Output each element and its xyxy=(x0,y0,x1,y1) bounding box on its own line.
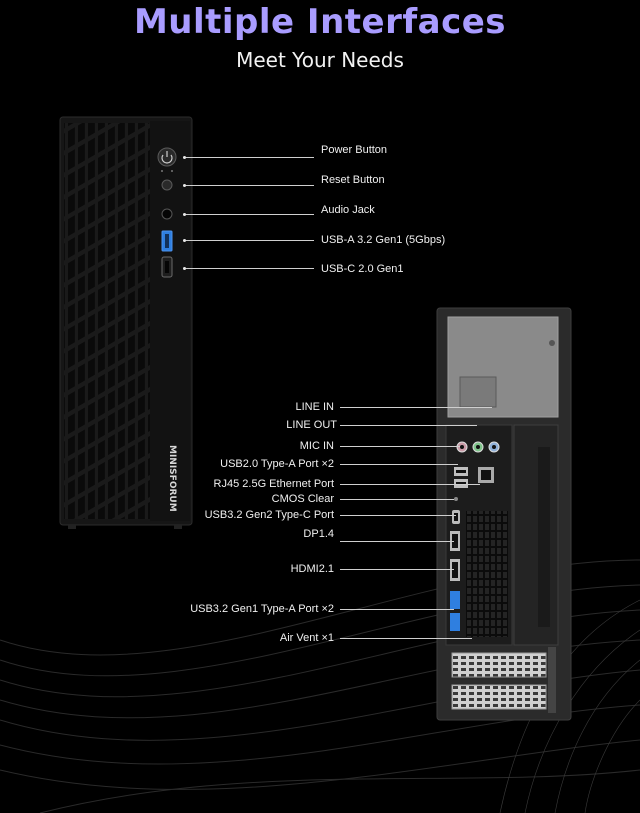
label-mic-in: MIC IN xyxy=(299,440,334,452)
label-line-out: LINE OUT xyxy=(286,419,337,431)
front-dot-usbc xyxy=(183,267,186,270)
rear-line-hdmi xyxy=(340,569,454,570)
rear-line-cmos xyxy=(340,499,454,500)
page-title: Multiple Interfaces xyxy=(133,2,507,42)
rear-line-usb3 xyxy=(340,609,454,610)
rear-line-line-out xyxy=(340,425,477,426)
label-usb-a: USB-A 3.2 Gen1 (5Gbps) xyxy=(321,234,446,246)
page-subtitle: Meet Your Needs xyxy=(236,48,404,72)
front-dot-reset xyxy=(183,184,186,187)
rear-line-line-in xyxy=(340,407,492,408)
front-dot-usba xyxy=(183,239,186,242)
label-line-in: LINE IN xyxy=(295,401,334,413)
front-dot-audio xyxy=(183,213,186,216)
front-line-audio xyxy=(186,214,314,215)
label-cmos-clear: CMOS Clear xyxy=(271,493,334,505)
front-line-usbc xyxy=(186,268,314,269)
rear-line-type-c xyxy=(340,515,456,516)
label-usb2-type-a: USB2.0 Type-A Port ×2 xyxy=(220,458,334,470)
front-brand-text: MINISFORUM xyxy=(167,445,177,512)
front-line-reset xyxy=(186,185,314,186)
label-hdmi21: HDMI2.1 xyxy=(290,563,334,575)
rear-line-usb2 xyxy=(340,464,458,465)
front-pc-image: MINISFORUM xyxy=(59,116,193,529)
label-usb32-type-a: USB3.2 Gen1 Type-A Port ×2 xyxy=(190,603,334,615)
label-reset-button: Reset Button xyxy=(321,174,385,186)
front-dot-power xyxy=(183,156,186,159)
rear-line-rj45 xyxy=(340,484,480,485)
rear-pc-image xyxy=(436,307,572,721)
label-air-vent: Air Vent ×1 xyxy=(279,632,334,644)
label-rj45: RJ45 2.5G Ethernet Port xyxy=(213,478,334,490)
front-line-usba xyxy=(186,240,314,241)
label-usb-c: USB-C 2.0 Gen1 xyxy=(321,263,404,275)
label-usb32-type-c: USB3.2 Gen2 Type-C Port xyxy=(204,509,334,521)
label-dp14: DP1.4 xyxy=(303,528,334,540)
rear-line-mic-in xyxy=(340,446,460,447)
label-audio-jack: Audio Jack xyxy=(321,204,375,216)
rear-line-vent xyxy=(340,638,472,639)
label-power-button: Power Button xyxy=(321,144,388,156)
front-line-power xyxy=(186,157,314,158)
rear-line-dp xyxy=(340,541,454,542)
